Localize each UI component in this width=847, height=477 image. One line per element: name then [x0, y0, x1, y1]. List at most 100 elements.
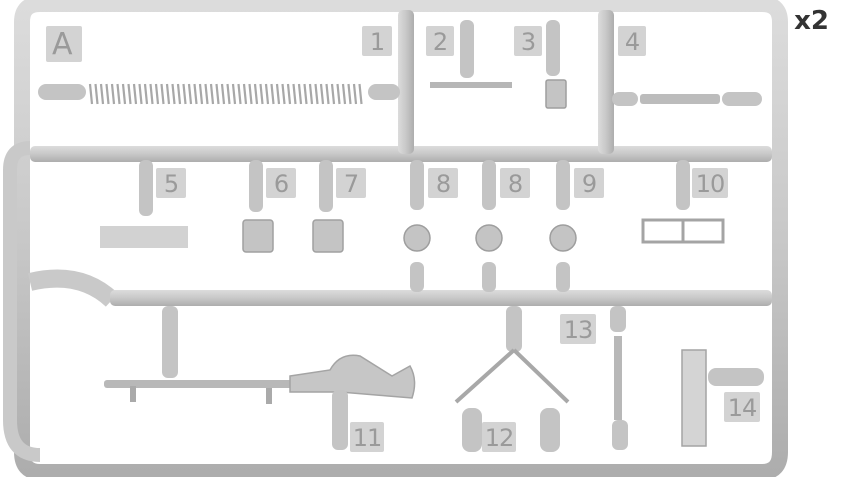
part-7-bracket [312, 160, 344, 253]
spring-coil [176, 83, 182, 105]
left-loop-runner [2, 141, 119, 462]
part-label-7: 7 [343, 170, 359, 198]
spring-coil [319, 83, 325, 105]
part-label-12: 12 [484, 424, 515, 452]
spring-coil [330, 83, 336, 105]
part-label-8a: 8 [435, 170, 451, 198]
part-13-rod [610, 306, 628, 450]
outer-frame [14, 0, 788, 477]
spring-coil [88, 83, 94, 105]
part-5-plate [100, 160, 188, 248]
part-3-block [545, 20, 567, 109]
part-label-13: 13 [563, 316, 594, 344]
spring-coil [171, 83, 176, 105]
part-label-bg [574, 168, 604, 198]
spring-coil [226, 83, 231, 105]
part-label-bg [426, 26, 454, 56]
spring-coil [264, 83, 270, 105]
part-label-bg [428, 168, 458, 198]
part-label-bg [350, 422, 384, 452]
spring-coil [303, 83, 308, 105]
spring-coil [138, 83, 143, 105]
internal-runners [30, 10, 772, 306]
spring-coil [259, 83, 264, 105]
spring-coil [187, 83, 193, 105]
spring-coil [325, 83, 330, 105]
part-label-bg [692, 168, 728, 198]
spring-coil [204, 83, 209, 105]
spring-coil [358, 83, 363, 105]
spring-coil [215, 83, 220, 105]
spring-coil [308, 83, 314, 105]
part-label-bg [336, 168, 366, 198]
spring-coil [94, 83, 99, 105]
part-9-knob [549, 160, 577, 292]
spring-coil [220, 83, 226, 105]
spring-coil [160, 83, 165, 105]
part-label-2: 2 [432, 28, 448, 56]
part-label-bg [618, 26, 646, 56]
part-14-housing [681, 349, 764, 447]
part-label-bg [266, 168, 296, 198]
part-label-bg [514, 26, 542, 56]
spring-coil [341, 83, 347, 105]
sprue-letter-tag [46, 26, 82, 62]
part-4-latch [612, 92, 762, 106]
part-label-1: 1 [369, 28, 385, 56]
spring-coil [231, 83, 237, 105]
spring-coil [110, 83, 116, 105]
part-label-8b: 8 [507, 170, 523, 198]
spring-coil [209, 83, 215, 105]
part-2-rod [430, 20, 512, 88]
part-label-14: 14 [727, 394, 758, 422]
part-10-frame [641, 160, 725, 244]
spring-coil [143, 83, 149, 105]
spring-coil [193, 83, 198, 105]
part-label-9: 9 [581, 170, 597, 198]
spring-coil [314, 83, 319, 105]
part-label-bg [482, 422, 516, 452]
part-label-11: 11 [352, 424, 383, 452]
part-label-5: 5 [163, 170, 179, 198]
part-label-3: 3 [520, 28, 536, 56]
part-label-4: 4 [624, 28, 640, 56]
spring-coil [275, 83, 281, 105]
part-6-bracket [242, 160, 274, 253]
spring-coil [253, 83, 259, 105]
spring-coil [237, 83, 242, 105]
spring-coil [132, 83, 138, 105]
spring-coil [297, 83, 303, 105]
spring-coil [286, 83, 292, 105]
spring-coil [347, 83, 352, 105]
part-label-10: 10 [695, 170, 726, 198]
part-label-bg [156, 168, 186, 198]
spring-coil [149, 83, 154, 105]
part-label-bg [362, 26, 392, 56]
part-label-bg [560, 314, 596, 344]
spring-coil [116, 83, 121, 105]
part-8a-knob [403, 160, 431, 292]
spring-coil [336, 83, 341, 105]
spring-coil [242, 83, 248, 105]
spring-coil [127, 83, 132, 105]
part-1-spring [38, 83, 400, 105]
part-12-bipod [454, 306, 570, 452]
spring-coil [165, 83, 171, 105]
spring-coil [352, 83, 358, 105]
spring-coil [121, 83, 127, 105]
multiplier-label: x2 [794, 6, 829, 36]
spring-coil [99, 83, 105, 105]
spring-coil [198, 83, 204, 105]
part-label-bg [724, 392, 760, 422]
part-label-6: 6 [273, 170, 289, 198]
spring-coil [281, 83, 286, 105]
sprue-letter: A [52, 27, 73, 62]
part-label-bg [500, 168, 530, 198]
part-11-machine-gun [104, 306, 416, 450]
spring-coil [105, 83, 110, 105]
spring-coil [248, 83, 253, 105]
part-8b-knob [475, 160, 503, 292]
spring-coil [154, 83, 160, 105]
spring-coil [182, 83, 187, 105]
